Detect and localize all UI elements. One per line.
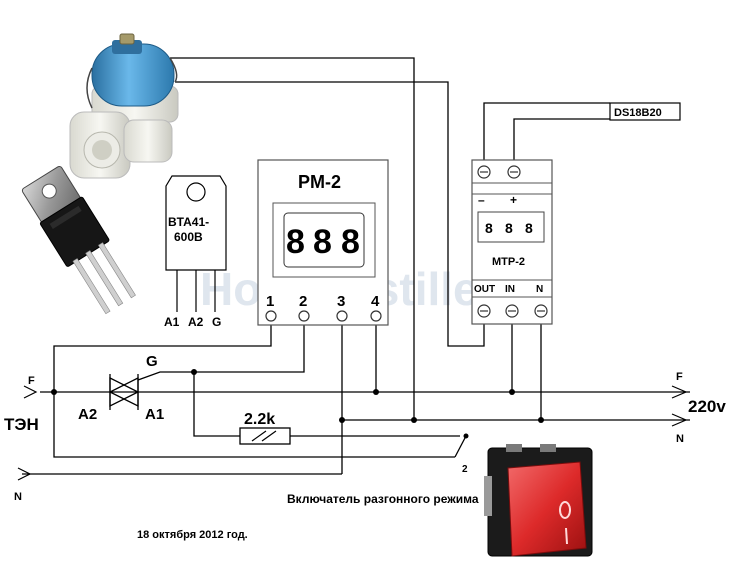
triac-pin-a1: A1 [164, 315, 180, 329]
pm2-digit-3: 8 [341, 223, 360, 261]
sensor-label: DS18B20 [614, 107, 662, 119]
triac-part-line-2: 600B [174, 230, 203, 244]
mtp2-digit-1: 8 [485, 220, 493, 236]
mtp2-n-label: N [536, 284, 543, 295]
phase-left-label: F [28, 375, 35, 387]
pm2-pin-3: 3 [337, 293, 345, 310]
phase-right-label: F [676, 371, 683, 383]
pm2-pin-2: 2 [299, 293, 307, 310]
mtp2-digit-3: 8 [525, 220, 533, 236]
triac-a1-label: A1 [145, 406, 164, 423]
pm2-pin-1: 1 [266, 293, 274, 310]
triac-a2-label: A2 [78, 406, 97, 423]
mtp2-title: MTP-2 [492, 256, 525, 268]
switch-caption: Включатель разгонного режима [287, 492, 479, 506]
triac-pin-g: G [212, 315, 221, 329]
mtp2-thermostat [471, 159, 553, 325]
pm2-controller [257, 159, 389, 326]
voltage-label: 220v [688, 397, 726, 416]
switch-contact-label: 2 [462, 464, 468, 475]
heater-label: ТЭН [4, 415, 39, 434]
junctions [51, 369, 544, 439]
date-caption: 18 октября 2012 год. [137, 529, 248, 541]
mains-terminals [17, 385, 688, 481]
pm2-title: PM-2 [298, 172, 341, 192]
pm2-pin-4: 4 [371, 293, 380, 310]
triac-part-line-1: BTA41- [168, 215, 209, 229]
triac-component-image [21, 165, 136, 315]
triac-pin-a2: A2 [188, 315, 204, 329]
triac-symbol [108, 371, 194, 410]
resistor-value: 2.2k [244, 411, 275, 428]
solenoid-valve-image [69, 33, 179, 179]
neutral-left-label: N [14, 491, 22, 503]
bta41-package [165, 175, 227, 312]
wires [22, 57, 690, 475]
mtp2-digit-2: 8 [505, 220, 513, 236]
pm2-digit-2: 8 [313, 223, 332, 261]
mtp2-out-label: OUT [474, 284, 495, 295]
triac-gate-label: G [146, 353, 158, 370]
sensor-box [609, 102, 681, 121]
mtp2-minus-mark: – [478, 193, 485, 207]
rocker-switch-image [484, 444, 593, 557]
resistor [239, 427, 291, 445]
pm2-digit-1: 8 [286, 223, 305, 261]
mtp2-plus-mark: + [510, 193, 517, 207]
neutral-right-label: N [676, 433, 684, 445]
mtp2-in-label: IN [505, 284, 515, 295]
